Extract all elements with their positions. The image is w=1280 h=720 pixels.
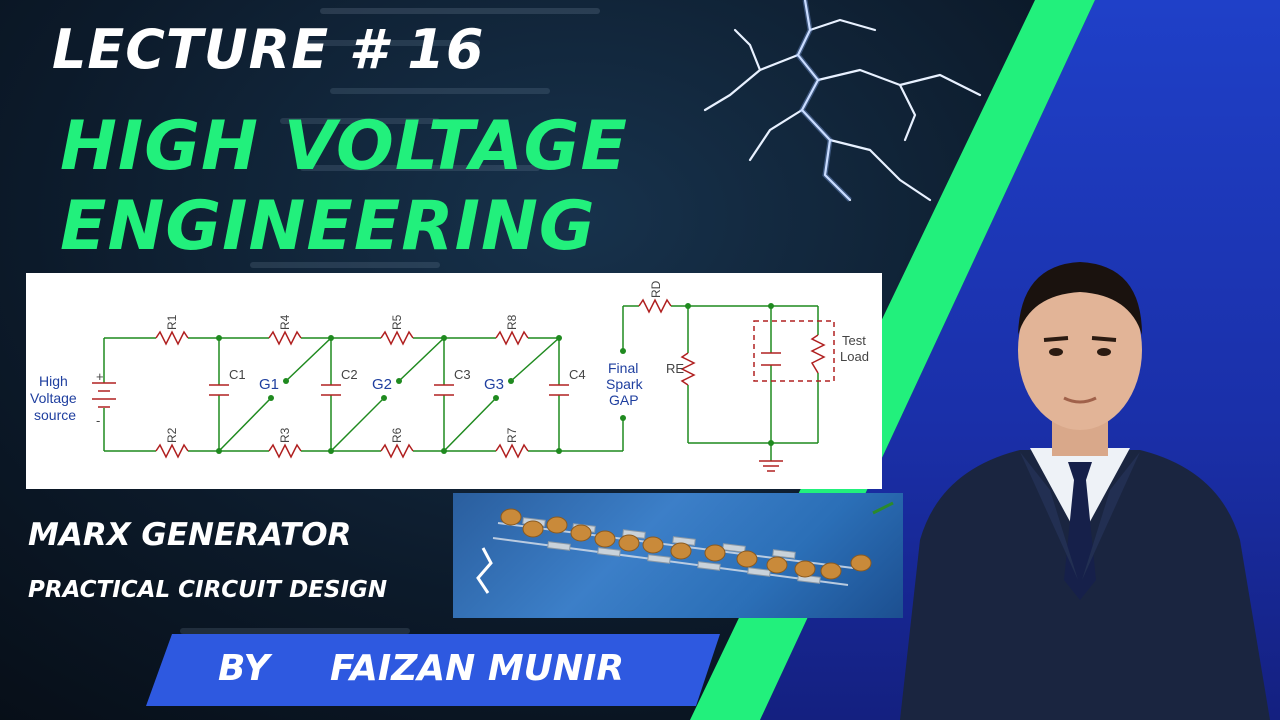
resistor-label: R2 [165, 427, 179, 443]
resistor-label: R6 [390, 427, 404, 443]
source-label-line2: Voltage [30, 390, 77, 406]
marx-circuit-diagram: High Voltage source G1 G2 G3 Final Spark… [26, 273, 882, 489]
gap-label: G1 [259, 376, 279, 393]
lightning-bolt-icon [703, 0, 982, 202]
final-gap-label-line1: Final [608, 360, 638, 376]
author-name: FAIZAN MUNIR [330, 648, 625, 689]
capacitor-label: C3 [454, 367, 471, 382]
resistor-label: R7 [505, 427, 519, 443]
test-load-label-line1: Test [842, 333, 866, 348]
resistor-label: R4 [278, 314, 292, 330]
final-gap-label-line2: Spark [606, 376, 644, 392]
resistor-label: R3 [278, 427, 292, 443]
circuit-photo [453, 493, 903, 618]
re-label: RE [666, 361, 684, 376]
resistor-label: R1 [165, 314, 179, 330]
gap-label: G3 [484, 376, 504, 393]
source-label-line3: source [34, 407, 76, 423]
presenter-photo [900, 262, 1270, 720]
byline-prefix: BY [218, 648, 270, 689]
source-label-line1: High [39, 373, 68, 389]
source-minus: - [96, 413, 100, 428]
lecture-number: LECTURE # 16 [52, 18, 485, 81]
capacitor-label: C2 [341, 367, 358, 382]
title-line-1: HIGH VOLTAGE [60, 107, 628, 186]
test-load-label-line2: Load [840, 349, 869, 364]
capacitor-label: C4 [569, 367, 586, 382]
subtitle-secondary: PRACTICAL CIRCUIT DESIGN [28, 577, 388, 603]
subtitle-main: MARX GENERATOR [28, 517, 352, 553]
final-gap-label-line3: GAP [609, 392, 639, 408]
source-plus: + [96, 369, 104, 384]
rd-label: RD [649, 280, 663, 298]
resistor-label: R8 [505, 314, 519, 330]
capacitor-label: C1 [229, 367, 246, 382]
title-line-2: ENGINEERING [60, 187, 596, 266]
gap-label: G2 [372, 376, 392, 393]
resistor-label: R5 [390, 314, 404, 330]
